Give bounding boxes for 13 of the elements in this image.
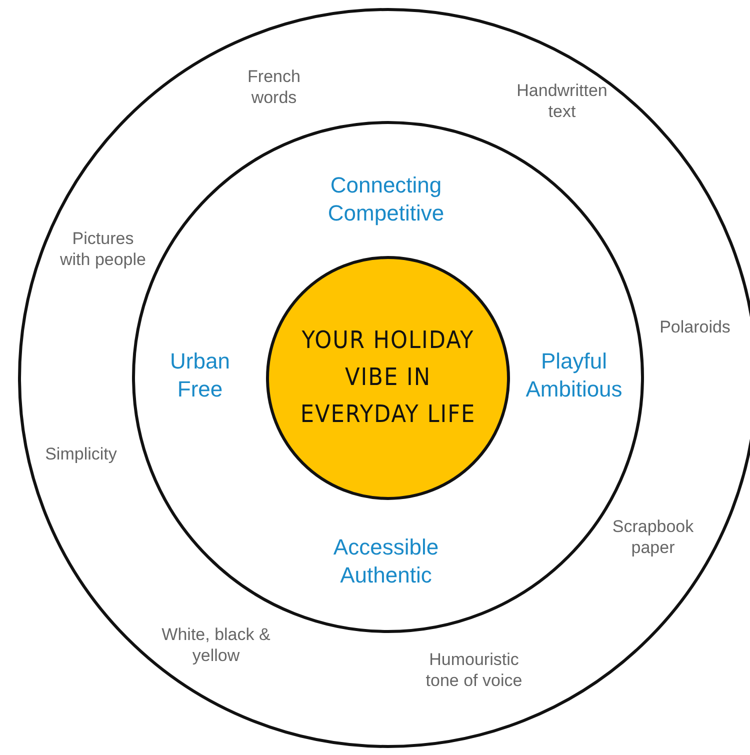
center-title: YOUR HOLIDAY VIBE IN EVERYDAY LIFE [299, 325, 477, 431]
ring-label: Connecting Competitive [326, 172, 446, 226]
ring-label: Playful Ambitious [524, 348, 624, 402]
ring-label: Scrapbook paper [611, 516, 695, 558]
ring-label: Polaroids [658, 316, 732, 338]
ring-label: Humouristic tone of voice [424, 648, 524, 692]
ring-label: Handwritten text [516, 80, 608, 122]
ring-label: White, black & yellow [161, 624, 271, 666]
ring-label: Accessible Authentic [332, 534, 440, 588]
ring-label: Simplicity [44, 443, 118, 465]
ring-label: Pictures with people [58, 228, 147, 270]
ring-label: Urban Free [169, 348, 231, 402]
ring-label: French words [246, 66, 302, 108]
